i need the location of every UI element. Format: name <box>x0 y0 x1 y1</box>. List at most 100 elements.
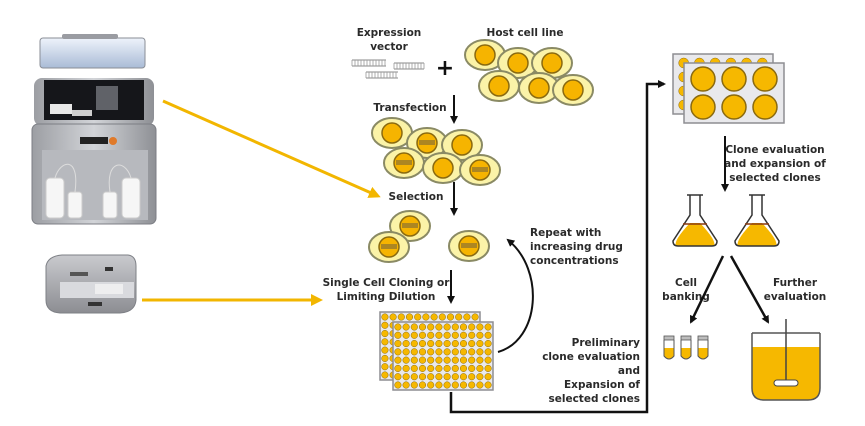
well <box>484 348 492 356</box>
label-line: selected clones <box>548 393 640 405</box>
well <box>468 348 476 356</box>
label-line: increasing drug <box>530 241 623 253</box>
well <box>427 348 435 356</box>
shake-flasks <box>672 194 780 247</box>
host-cells <box>464 39 594 106</box>
well <box>476 356 484 364</box>
well <box>414 313 422 321</box>
well <box>402 381 410 389</box>
well <box>394 356 402 364</box>
flask-outline <box>734 195 780 247</box>
plates-96-well <box>379 311 494 391</box>
vial-cap <box>663 335 675 341</box>
label-selection: Selection <box>389 191 444 203</box>
label-line: clone evaluation <box>542 351 640 363</box>
cell-banking-arrow <box>689 255 725 324</box>
well <box>459 348 468 356</box>
well <box>422 313 430 321</box>
well <box>451 356 459 364</box>
well <box>402 373 410 381</box>
transfected-cells <box>371 117 501 186</box>
label-expression-vector: Expression vector <box>357 27 422 53</box>
well <box>443 331 451 339</box>
well <box>410 356 418 364</box>
label-line: Repeat with <box>530 227 601 239</box>
well <box>451 348 459 356</box>
well <box>459 331 468 339</box>
label-line: Preliminary <box>572 337 640 349</box>
well <box>402 364 410 372</box>
vial-media <box>698 348 708 359</box>
vial <box>697 335 709 360</box>
well <box>443 373 451 381</box>
cell <box>371 117 413 149</box>
bioreactor-vessel <box>751 333 821 401</box>
well <box>476 348 484 356</box>
well <box>484 381 492 389</box>
well <box>402 340 410 348</box>
well <box>752 94 778 120</box>
well <box>451 364 459 372</box>
well <box>418 340 427 348</box>
colony-picker-instrument <box>31 34 157 225</box>
well <box>721 94 747 120</box>
well <box>459 323 468 331</box>
well <box>389 313 397 321</box>
well <box>402 356 410 364</box>
well <box>410 323 418 331</box>
flask <box>734 194 780 247</box>
well <box>381 321 389 329</box>
dna-strand <box>365 71 398 79</box>
label-transfection: Transfection <box>373 102 446 114</box>
well <box>435 348 443 356</box>
well <box>430 313 438 321</box>
well <box>443 340 451 348</box>
vial-body <box>680 340 692 360</box>
well <box>402 323 410 331</box>
flask-media <box>675 223 715 246</box>
well <box>459 373 468 381</box>
label-line: Limiting Dilution <box>337 291 436 303</box>
cryo-vials <box>663 335 709 360</box>
plate-imager-instrument <box>45 254 137 314</box>
cell <box>464 39 506 71</box>
well <box>394 340 402 348</box>
well <box>410 364 418 372</box>
bioreactor <box>751 319 821 401</box>
vector-insert <box>396 160 412 165</box>
vial <box>680 335 692 360</box>
well <box>484 356 492 364</box>
well <box>394 364 402 372</box>
well <box>459 356 468 364</box>
well <box>435 356 443 364</box>
label-line: Single Cell Cloning or <box>323 277 451 289</box>
well <box>394 373 402 381</box>
label-line: Expansion of <box>564 379 640 391</box>
well <box>427 323 435 331</box>
impeller-blades <box>773 379 799 387</box>
transfected-cell <box>383 147 425 179</box>
plate-6-front <box>683 62 785 124</box>
well <box>471 313 479 321</box>
label-line: Expression <box>357 27 422 39</box>
well <box>427 340 435 348</box>
well <box>459 340 468 348</box>
label-line: Cell <box>675 277 697 289</box>
vector-insert <box>419 140 435 145</box>
further-evaluation-arrow <box>729 255 770 324</box>
well <box>410 331 418 339</box>
well <box>484 373 492 381</box>
well <box>410 348 418 356</box>
vector-insert <box>402 223 418 228</box>
well <box>484 331 492 339</box>
flask-media <box>737 223 777 246</box>
well <box>427 331 435 339</box>
well <box>476 381 484 389</box>
well <box>484 340 492 348</box>
cell-nucleus <box>507 52 529 74</box>
well <box>418 348 427 356</box>
well <box>418 381 427 389</box>
picker-to-selection-arrow <box>162 99 381 198</box>
well <box>435 373 443 381</box>
well <box>476 331 484 339</box>
